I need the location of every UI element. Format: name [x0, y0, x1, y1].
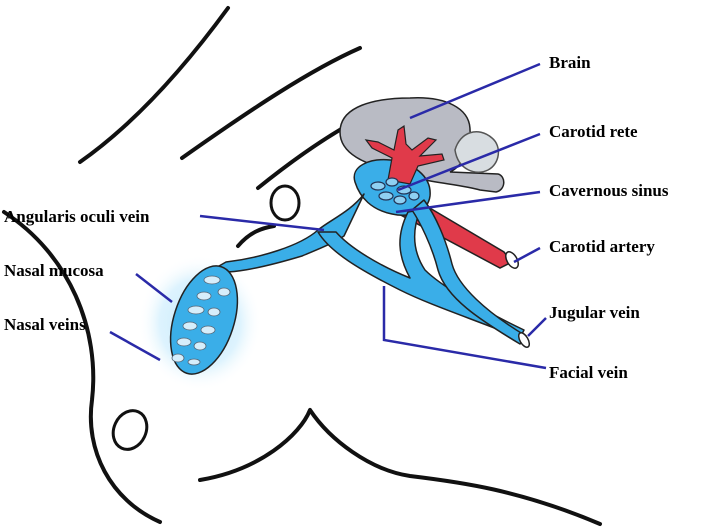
label-jugular-vein: Jugular vein	[549, 303, 640, 322]
leader-nasal-mucosa	[135, 273, 173, 303]
angularis-oculi-vein	[211, 193, 365, 273]
carotid-rete-branches	[364, 124, 445, 185]
leader-cavernous-sinus	[395, 190, 541, 214]
eye	[269, 184, 301, 222]
leader-brain	[409, 62, 541, 120]
jugular-vein	[411, 199, 527, 345]
skin-fold-2	[180, 46, 362, 160]
label-brain: Brain	[549, 53, 591, 72]
label-cavernous-sinus: Cavernous sinus	[549, 181, 669, 200]
label-nasal-mucosa: Nasal mucosa	[4, 261, 104, 280]
venous-network	[169, 158, 527, 375]
nostril	[111, 409, 149, 451]
labels: Brain Carotid rete Cavernous sinus Carot…	[4, 53, 669, 382]
jugular-vein-end	[517, 332, 531, 348]
label-carotid-rete: Carotid rete	[549, 122, 638, 141]
carotid-rete	[364, 124, 445, 185]
leader-nasal-veins	[109, 330, 161, 362]
eye-lower	[236, 224, 276, 248]
label-nasal-veins: Nasal veins	[4, 315, 86, 334]
label-carotid-artery: Carotid artery	[549, 237, 655, 256]
head-profile	[2, 210, 162, 524]
leader-angularis-oculi-vein	[199, 214, 325, 232]
head-outline	[2, 6, 602, 526]
label-angularis-oculi-vein: Angularis oculi vein	[4, 207, 150, 226]
leader-carotid-artery	[513, 246, 541, 264]
carotid-artery-end	[505, 251, 519, 269]
nasal-veins	[171, 275, 231, 366]
leader-facial-vein	[382, 286, 547, 370]
rete-mesh	[370, 177, 420, 205]
eye-outline	[269, 184, 301, 222]
skin-fold-1	[78, 6, 230, 164]
leader-lines	[109, 62, 547, 370]
label-facial-vein: Facial vein	[549, 363, 628, 382]
leader-jugular-vein	[527, 317, 547, 337]
muzzle-line	[198, 408, 602, 526]
leader-carotid-rete	[397, 132, 541, 192]
